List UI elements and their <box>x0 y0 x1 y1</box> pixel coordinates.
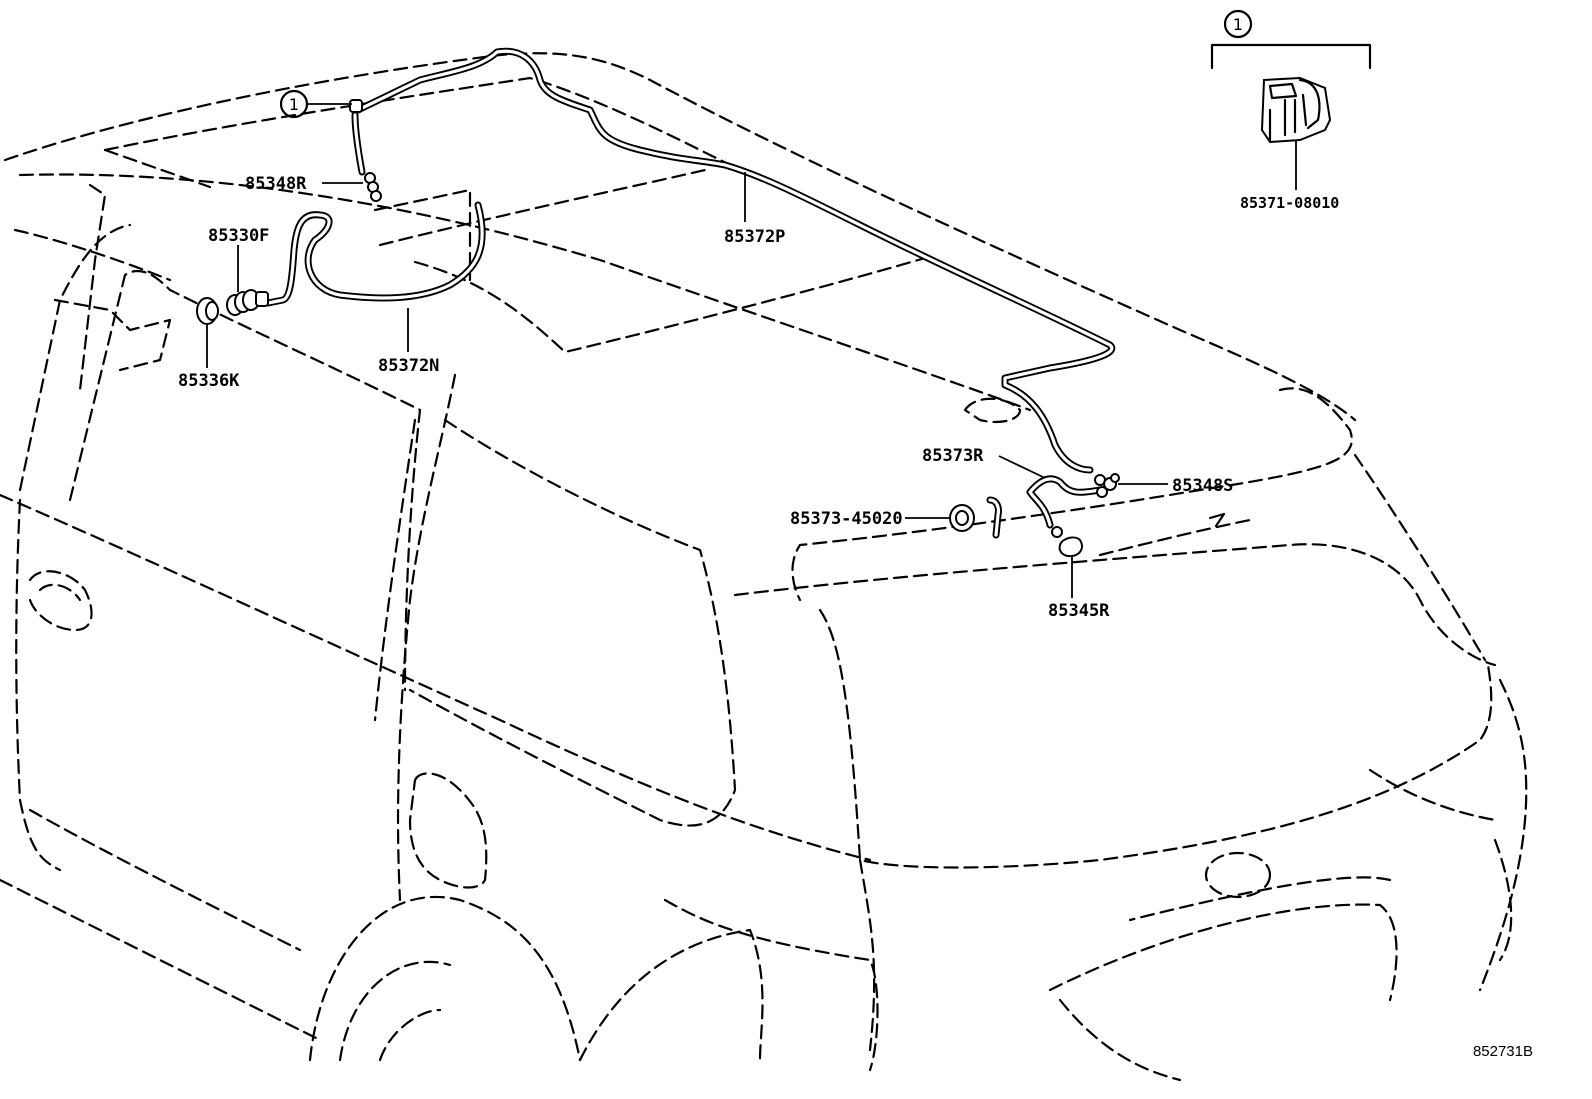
label-85330F: 85330F <box>208 226 269 246</box>
label-85348R: 85348R <box>245 174 307 194</box>
label-85371-08010: 85371-08010 <box>1240 194 1339 212</box>
vehicle-outline <box>0 52 1528 1082</box>
label-85372P: 85372P <box>724 227 785 247</box>
leader-lines <box>206 89 1297 598</box>
washer-hoses <box>264 47 1116 529</box>
part-labels: 1 85348R 85330F 85336K 85372N 85372P 853… <box>178 95 1533 1060</box>
component-parts <box>196 76 1332 558</box>
label-85336K: 85336K <box>178 371 240 391</box>
label-85372N: 85372N <box>378 356 439 376</box>
label-85345R: 85345R <box>1048 601 1110 621</box>
reference-code: 852731B <box>1473 1043 1533 1060</box>
label-85373-45020: 85373-45020 <box>790 509 903 529</box>
detail-marker: 1 <box>1233 15 1243 34</box>
label-85348S: 85348S <box>1172 476 1233 496</box>
detail-bracket: 1 <box>1210 9 1372 70</box>
label-85373R: 85373R <box>922 446 984 466</box>
callout-marker: 1 <box>289 95 299 114</box>
